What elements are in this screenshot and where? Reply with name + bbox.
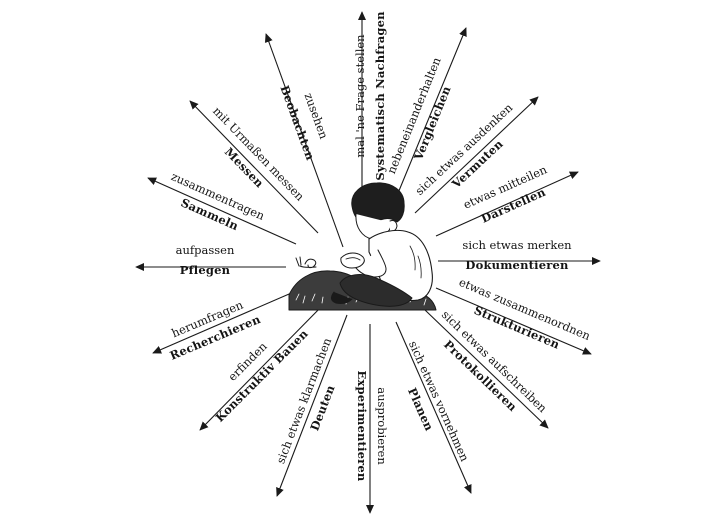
child-ear bbox=[390, 221, 397, 232]
child-hands bbox=[341, 253, 364, 268]
label-dokumentieren-everyday: sich etwas merken bbox=[462, 240, 571, 252]
label-nachfragen-term: Systematisch Nachfragen bbox=[375, 11, 387, 180]
label-experimentieren-everyday: ausprobieren bbox=[376, 387, 388, 465]
label-dokumentieren-term: Dokumentieren bbox=[465, 260, 568, 272]
label-experimentieren-term: Experimentieren bbox=[356, 371, 368, 482]
label-pflegen-everyday: aufpassen bbox=[176, 245, 235, 257]
arrow-recherchieren bbox=[153, 291, 296, 353]
snail bbox=[296, 257, 316, 268]
child-illustration bbox=[289, 183, 436, 310]
label-pflegen-term: Pflegen bbox=[180, 265, 230, 277]
label-nachfragen-everyday: mal 'ne Frage stellen bbox=[355, 34, 367, 157]
